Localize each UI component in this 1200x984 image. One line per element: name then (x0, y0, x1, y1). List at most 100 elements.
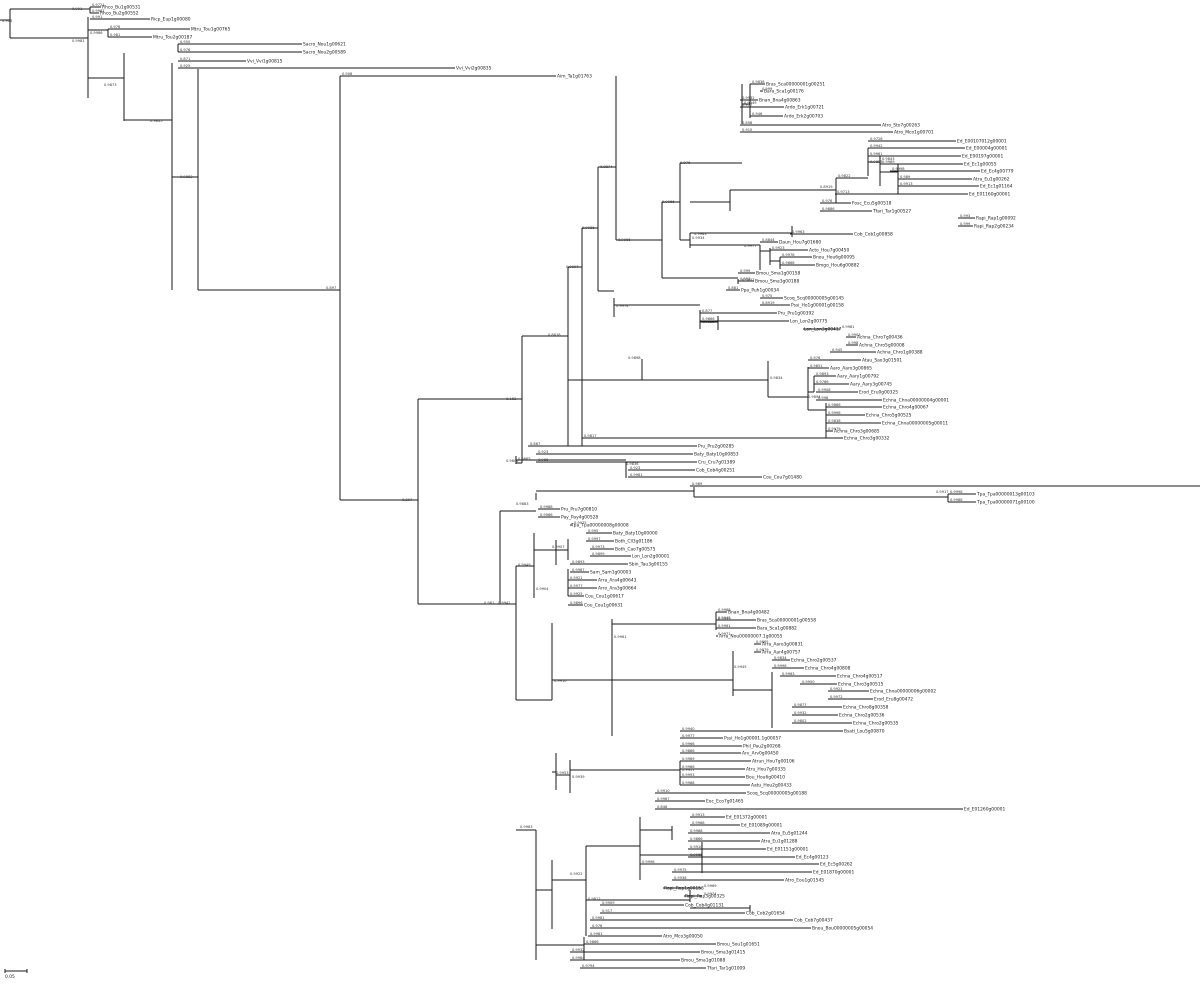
tip-support-label: 0.9942 (870, 144, 883, 148)
tip-support-label: 0.9988 (690, 829, 703, 833)
internal-support-label: 0.991 (72, 7, 82, 11)
internal-support-label: 0.9836 (626, 462, 639, 466)
tip-support-label: 0.9910 (657, 789, 670, 793)
tip-support-label: 0.9721 (92, 3, 105, 7)
tip-support-label: 0.893 (740, 277, 750, 281)
tip-support-label: 0.9838 (828, 419, 841, 423)
leaf-label: Both_Cao7g00575 (615, 547, 656, 553)
internal-support-label: 0.9898 (628, 356, 641, 360)
tip-support-label: 0.9963 (782, 672, 795, 676)
leaf-label: Bras_Sca00000001g00558 (757, 618, 816, 624)
leaf-label: Bmou_Sou1g01651 (717, 942, 760, 948)
internal-support-label: 0.981 (484, 601, 494, 605)
tip-support-label: 0.989 (692, 482, 703, 486)
leaf-labels: Rhco_Bu1g00531Rhco_Bu2g00552Ricp_Eup1g00… (100, 5, 1035, 972)
tip-support-label: 0.9984 (572, 956, 585, 960)
internal-support-label: 0.9917 (936, 490, 949, 494)
leaf-label: Sbin_Tau3g00155 (629, 562, 668, 568)
leaf-label: Scoq_Scq00000005g00188 (747, 791, 807, 797)
tip-support-label: 0.9988 (540, 505, 553, 509)
tip-support-label: 0.9966 (682, 742, 695, 746)
internal-support-label: 0.9974 (616, 304, 629, 308)
internal-support-label: 0.9986 (90, 31, 103, 35)
leaf-label: Pru_Pru1g00392 (778, 311, 814, 317)
leaf-label: Ed_Ec4g00123 (796, 855, 829, 861)
tip-support-label: 0.9968 (692, 821, 705, 825)
internal-support-label: 0.9885 (870, 160, 883, 164)
leaf-label: Cob_Cob7g00437 (794, 918, 833, 924)
leaf-label: Atra_Eu5g01244 (771, 831, 808, 837)
leaf-label: Bnou_Bou00000005g00054 (812, 926, 873, 932)
leaf-label: Echna_Chna00000006g00002 (870, 689, 936, 695)
leaf-label: Atau_Sao3g01501 (862, 358, 902, 364)
leaf-label: Bmou_Sma3g00188 (755, 279, 799, 285)
tip-support-label: 0.9974 (704, 892, 717, 896)
internal-support-label: 0.9953 (556, 771, 569, 775)
tip-support-label: 0.9913 (692, 813, 705, 817)
leaf-label: Atro_Eou1g01545 (785, 878, 824, 884)
tip-support-label: 0.9981 (630, 473, 643, 477)
tip-support-label: 0.989 (900, 175, 911, 179)
tip-support-label: 0.8919 (762, 301, 775, 305)
leaf-label: Acto_Hou7g00450 (809, 248, 849, 254)
tip-support-label: 0.976 (180, 48, 191, 52)
leaf-label: Bou_Hou6g00410 (746, 775, 785, 781)
leaf-label: Pay_Pay4g00528 (561, 515, 598, 521)
leaf-label: Bmgo_Hou6g00882 (816, 263, 859, 269)
internal-support-label: 0.9957 (682, 768, 695, 772)
tip-support-label: 0.9851 (810, 364, 823, 368)
tip-support-label: 0.9838 (752, 80, 765, 84)
tip-support-label: 0.9981 (590, 932, 603, 936)
tip-support-label: 0.976 (110, 25, 121, 29)
leaf-label: Bara_Sca1g00882 (757, 626, 797, 632)
leaf-label: Echna_Chro3g00332 (844, 436, 890, 442)
tip-support-label: 0.9910 (690, 845, 703, 849)
leaf-label: Erod_Eru0g00325 (859, 390, 898, 396)
internal-support-label: 0.9966 (618, 238, 631, 242)
leaf-label: Arra_Aaro3g00831 (762, 642, 803, 648)
tip-support-label: 0.9866 (702, 317, 715, 321)
tip-support-label: 0.9972 (830, 695, 843, 699)
leaf-label: Ed_E01372g00001 (726, 815, 767, 821)
leaf-label: Atro_Mco1g00701 (894, 130, 934, 136)
leaf-label: Ppa_Puh1g00034 (741, 288, 779, 294)
leaf-label: Ed_Ec5g00262 (820, 862, 853, 868)
leaf-label: Echna_Chro2g00535 (853, 721, 899, 727)
leaf-label: Rapi_Rap2g00234 (974, 224, 1014, 230)
leaf-label: Vvi_Vvi1g00815 (247, 59, 283, 65)
tip-support-label: 0.9903 (848, 333, 861, 337)
tip-support-label: 0.991 (92, 15, 102, 19)
leaf-label: Aary_Aary3g00745 (850, 382, 892, 388)
leaf-label: Tpa_Tpa00000071g00100 (976, 500, 1035, 506)
internal-support-label: 0.9997 (566, 265, 579, 269)
leaf-label: Arra_Nou00000007.1g00055 (719, 634, 783, 640)
tip-support-label: 0.981 (110, 33, 120, 37)
tip-support-label: 0.9834 (774, 656, 787, 660)
tip-support-label: 0.867 (530, 442, 540, 446)
internal-support-label: 0.8874 (600, 165, 613, 169)
leaf-label: Pssi_Ho1g00001.1g00057 (724, 736, 781, 742)
internal-support-label: 0.9894 (808, 395, 821, 399)
tip-support-label: 0.9921 (570, 576, 583, 580)
leaf-label: Rhco_Bu2g00552 (100, 11, 139, 17)
leaf-label: Echna_Chna00000005g00011 (882, 421, 948, 427)
leaf-label: Ed_E00004g00001 (966, 146, 1007, 152)
leaf-label: Achna_Chro7g00436 (857, 335, 903, 341)
internal-support-label: 0.9910 (554, 679, 567, 683)
internal-support-label: 0.9857 (742, 278, 755, 282)
internal-support-label: 0.9922 (570, 872, 583, 876)
leaf-label: Tpa_Tpa00000013g00103 (976, 492, 1035, 498)
tip-support-label: 0.9971 (718, 632, 731, 636)
leaf-label: Bras_Sca00000001g00251 (766, 82, 825, 88)
tip-support-label: 0.9998 (892, 167, 905, 171)
tip-support-label: 0.898 (742, 121, 753, 125)
tree-branches (0, 6, 1200, 969)
leaf-label: Atra_Eu1g01288 (761, 839, 798, 845)
internal-support-label: 0.9981 (72, 39, 85, 43)
internal-support-label: 0.9883 (516, 502, 529, 506)
tip-support-label: 0.9948 (718, 616, 731, 620)
leaf-label: Aatu_Hou2g00433 (751, 783, 792, 789)
tip-support-label: 0.9909 (602, 901, 615, 905)
tip-support-label: 0.9987 (572, 568, 585, 572)
leaf-label: Echna_Chro8g00358 (843, 705, 889, 711)
